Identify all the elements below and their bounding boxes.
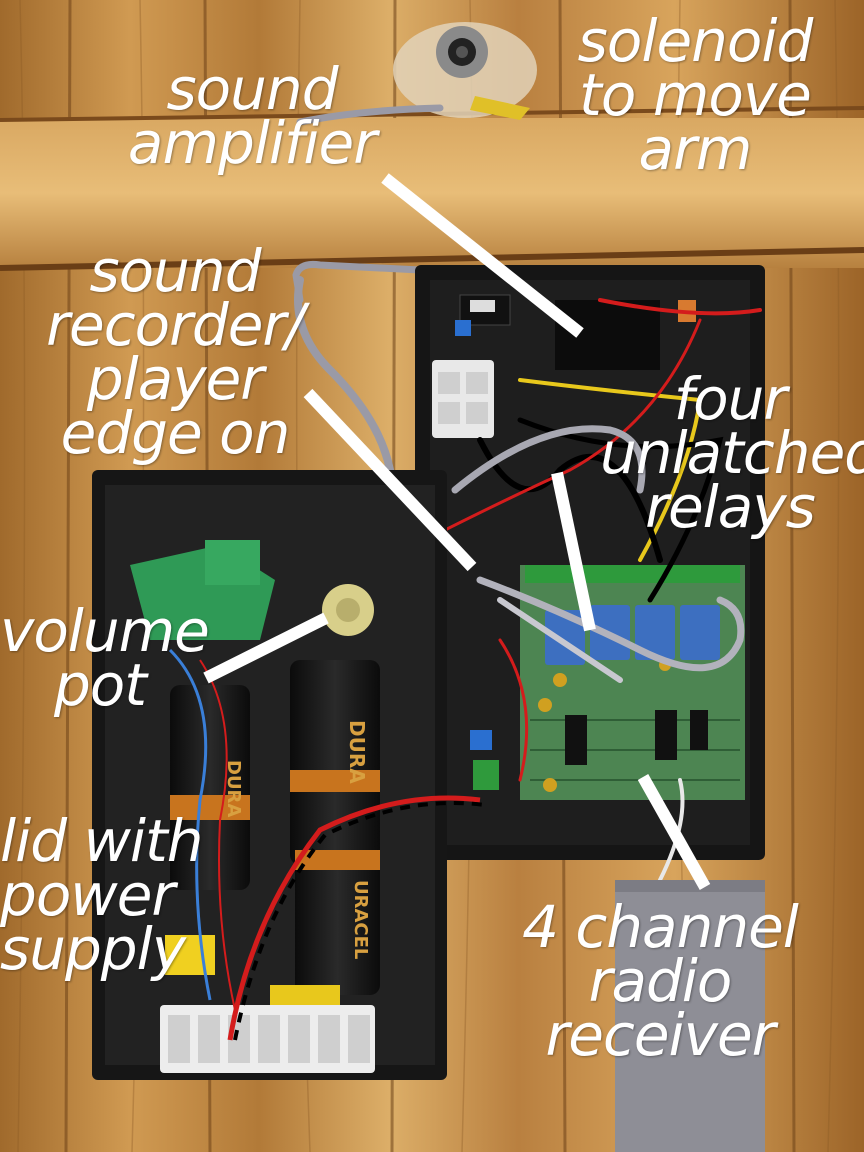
battery-2-brand: DURA xyxy=(345,720,369,784)
duct-tape xyxy=(615,880,765,1152)
pointer-volume xyxy=(203,612,329,684)
pointer-relays xyxy=(551,471,596,632)
amplifier-module xyxy=(555,300,660,370)
label-solenoid: solenoid to move arm xyxy=(577,7,814,183)
battery-1: DURA xyxy=(170,685,250,890)
label-volume-pot: volume pot xyxy=(0,597,210,719)
pointer-recorder xyxy=(303,388,477,572)
battery-2: DURA xyxy=(290,660,380,865)
chip-3 xyxy=(690,710,708,750)
chip-1 xyxy=(565,715,587,765)
pointer-receiver xyxy=(637,774,711,890)
beam-edge-top xyxy=(0,106,864,122)
label-sound-recorder: sound recorder/ player edge on xyxy=(46,237,305,467)
grey-cables xyxy=(292,104,444,474)
beam-edge-bottom xyxy=(0,247,864,271)
relay-4 xyxy=(680,605,720,660)
electronics-box xyxy=(415,265,765,860)
battery-1-brand: DURA xyxy=(223,760,244,817)
chip-2 xyxy=(655,710,677,760)
white-connector xyxy=(432,360,494,438)
label-lid-power: lid with power supply xyxy=(0,807,204,983)
label-sound-amplifier: sound amplifier xyxy=(127,55,377,177)
battery-3: URACEL xyxy=(295,850,380,995)
label-radio-receiver: 4 channel radio receiver xyxy=(522,893,799,1069)
pointer-lines xyxy=(203,173,711,890)
pointer-amplifier xyxy=(381,173,584,338)
solenoid-part xyxy=(393,22,537,120)
power-supply-lid: DURA DURA URACEL xyxy=(92,470,486,1080)
label-four-relays: four unlatched relays xyxy=(600,365,864,541)
relay-3 xyxy=(635,605,675,660)
battery-3-brand: URACEL xyxy=(350,880,371,959)
wood-beam xyxy=(0,118,864,268)
